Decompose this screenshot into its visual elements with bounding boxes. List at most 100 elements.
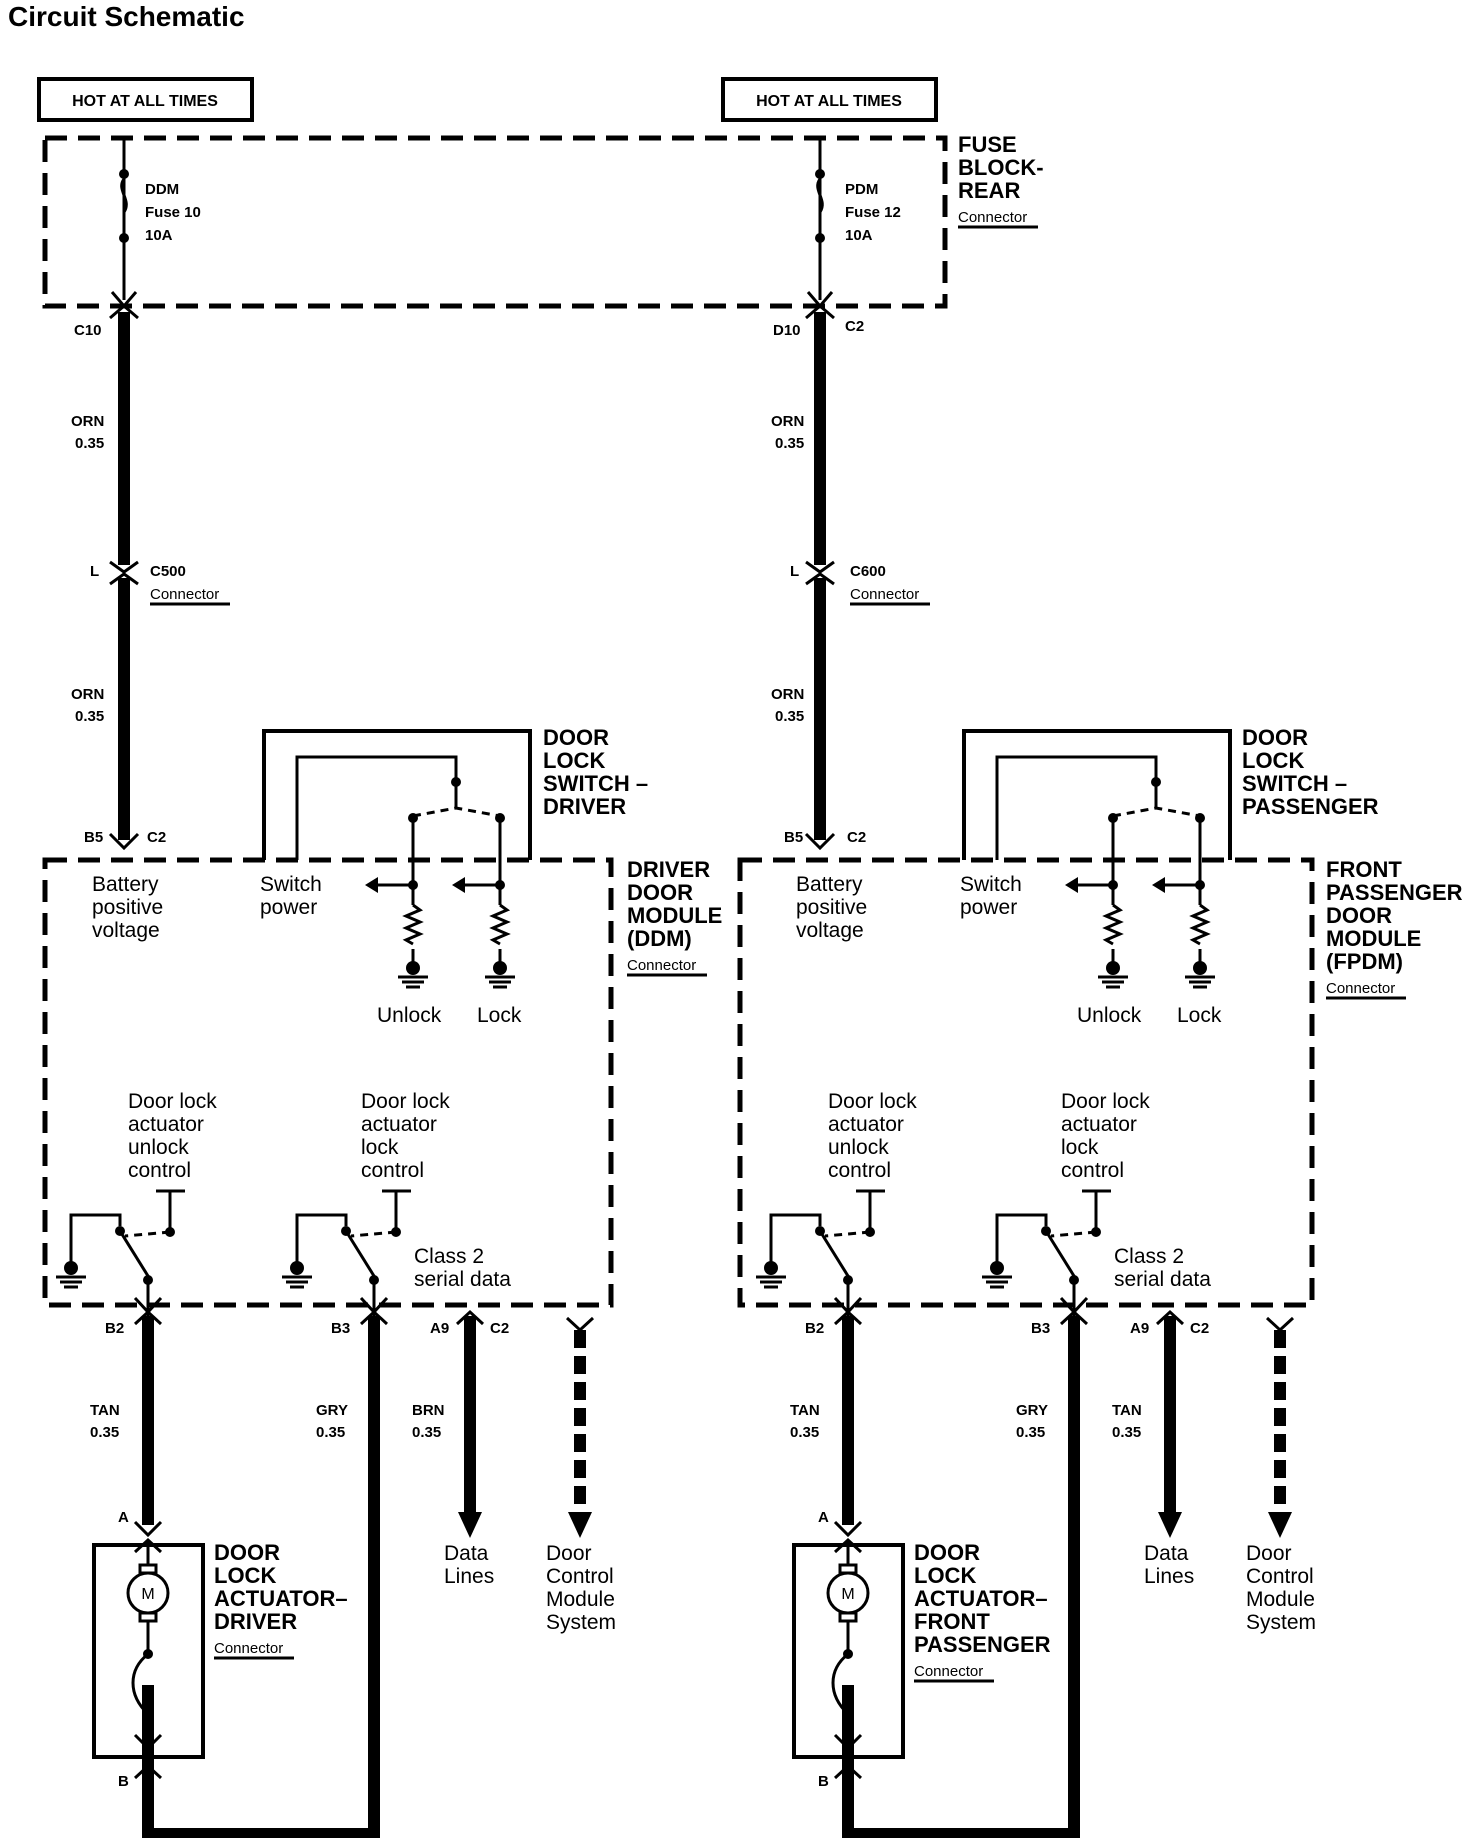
ddm-act-lock-4: control (361, 1159, 424, 1182)
ddm-lock-label: Lock (477, 1004, 522, 1027)
ddm-switch-power-1: Switch (260, 873, 322, 896)
driver-switch-name-1: DOOR (543, 725, 609, 750)
passenger-unlock-relay-switch (769, 1189, 885, 1320)
passenger-data-lines-2: Lines (1144, 1565, 1194, 1588)
passenger-switch-name-3: SWITCH – (1242, 771, 1347, 796)
fuse-ddm-symbol (119, 169, 129, 243)
fpdm-battery-2: positive (796, 896, 867, 919)
ddm-fuse-line1: DDM (145, 181, 179, 198)
ddm-pin-b3: B3 (331, 1320, 350, 1337)
motor-symbol-left: M (141, 1586, 154, 1603)
driver-gry-color: GRY (316, 1402, 348, 1419)
fpdm-name-4: MODULE (1326, 926, 1421, 951)
pin-c2-right-module: C2 (847, 829, 866, 846)
ddm-battery-1: Battery (92, 873, 159, 896)
fuse-block-name-3: REAR (958, 178, 1020, 203)
svg-text:L: L (790, 563, 799, 580)
fuse-block-name-2: BLOCK- (958, 155, 1044, 180)
passenger-door-module-outline (737, 857, 1315, 1308)
passenger-actuator-connector: Connector (914, 1663, 983, 1680)
wire-right-gauge-2: 0.35 (775, 708, 804, 725)
ddm-name-4: (DDM) (627, 926, 692, 951)
fpdm-name-3: DOOR (1326, 903, 1392, 928)
svg-text:Connector: Connector (850, 586, 919, 603)
ddm-name-3: MODULE (627, 903, 722, 928)
ground-icon (56, 1261, 86, 1289)
fpdm-connector: Connector (1326, 980, 1395, 997)
wire-right-color-2: ORN (771, 686, 804, 703)
ddm-class2-1: Class 2 (414, 1245, 484, 1268)
ddm-switch-power-2: power (260, 896, 317, 919)
fpdm-battery-3: voltage (796, 919, 864, 942)
pin-d10: D10 (773, 322, 801, 339)
fuse-block-rear-outline (42, 135, 948, 309)
wire-right-color-1: ORN (771, 413, 804, 430)
hot-label-right: HOT AT ALL TIMES (756, 93, 902, 110)
passenger-actuator-name-1: DOOR (914, 1540, 980, 1565)
svg-text:C600: C600 (850, 563, 886, 580)
fpdm-act-lock-1: Door lock (1061, 1090, 1150, 1113)
fuse-block-connector: Connector (958, 209, 1027, 226)
passenger-actuator-name-3: ACTUATOR– (914, 1586, 1048, 1611)
ddm-name-2: DOOR (627, 880, 693, 905)
fuse-block-rear-label: FUSE BLOCK- REAR Connector (958, 132, 1044, 229)
fpdm-pin-c2-out: C2 (1190, 1320, 1209, 1337)
passenger-gry-gauge: 0.35 (1016, 1424, 1045, 1441)
driver-door-lock-switch-outline (262, 729, 532, 860)
fuse-block-name-1: FUSE (958, 132, 1017, 157)
page-title: Circuit Schematic (8, 1, 245, 32)
motor-symbol-right: M (841, 1586, 854, 1603)
fpdm-act-unlock-3: unlock (828, 1136, 889, 1159)
ground-icon (1185, 961, 1215, 989)
driver-actuator-name-2: LOCK (214, 1563, 276, 1588)
passenger-actuator-pin-b: B (818, 1773, 829, 1790)
wire-left-color-1: ORN (71, 413, 104, 430)
fuse-pdm-symbol (815, 169, 825, 243)
driver-dcm-3: Module (546, 1588, 615, 1611)
hot-at-all-times-right: HOT AT ALL TIMES (721, 77, 938, 122)
driver-switch-name-3: SWITCH – (543, 771, 648, 796)
fpdm-act-unlock-4: control (828, 1159, 891, 1182)
driver-dcm-4: System (546, 1611, 616, 1634)
fpdm-pin-b2: B2 (805, 1320, 824, 1337)
driver-switch-contacts (295, 755, 511, 962)
fpdm-lock-label: Lock (1177, 1004, 1222, 1027)
hot-at-all-times-left: HOT AT ALL TIMES (37, 77, 254, 122)
driver-actuator-name-3: ACTUATOR– (214, 1586, 348, 1611)
passenger-actuator-internals: M (826, 1520, 870, 1780)
passenger-switch-name-4: PASSENGER (1242, 794, 1379, 819)
passenger-door-lock-switch-outline (962, 729, 1232, 860)
passenger-dcm-3: Module (1246, 1588, 1315, 1611)
pdm-fuse-line1: PDM (845, 181, 878, 198)
ddm-act-lock-2: actuator (361, 1113, 437, 1136)
passenger-data-gauge: 0.35 (1112, 1424, 1141, 1441)
ddm-act-unlock-2: actuator (128, 1113, 204, 1136)
driver-data-lines-2: Lines (444, 1565, 494, 1588)
ddm-connector: Connector (627, 957, 696, 974)
driver-actuator-pin-b: B (118, 1773, 129, 1790)
ddm-fuse-line2: Fuse 10 (145, 204, 201, 221)
fpdm-act-unlock-2: actuator (828, 1113, 904, 1136)
svg-text:Connector: Connector (150, 586, 219, 603)
ddm-pin-a9: A9 (430, 1320, 449, 1337)
driver-brn-gauge: 0.35 (412, 1424, 441, 1441)
ddm-act-unlock-1: Door lock (128, 1090, 217, 1113)
fpdm-name-5: (FPDM) (1326, 949, 1403, 974)
driver-actuator-name-4: DRIVER (214, 1609, 297, 1634)
pdm-fuse-line3: 10A (845, 227, 873, 244)
ddm-battery-2: positive (92, 896, 163, 919)
passenger-actuator-name-4: FRONT (914, 1609, 990, 1634)
fpdm-name-2: PASSENGER (1326, 880, 1463, 905)
fpdm-class2-2: serial data (1114, 1268, 1211, 1291)
fpdm-battery-1: Battery (796, 873, 863, 896)
passenger-data-lines-1: Data (1144, 1542, 1189, 1565)
fpdm-act-lock-3: lock (1061, 1136, 1099, 1159)
pdm-fuse-line2: Fuse 12 (845, 204, 901, 221)
driver-gry-gauge: 0.35 (316, 1424, 345, 1441)
passenger-switch-name-2: LOCK (1242, 748, 1304, 773)
ddm-act-lock-1: Door lock (361, 1090, 450, 1113)
wire-left-gauge-1: 0.35 (75, 435, 104, 452)
driver-dcm-2: Control (546, 1565, 614, 1588)
inline-connector-c600: L C600 Connector (790, 560, 930, 606)
